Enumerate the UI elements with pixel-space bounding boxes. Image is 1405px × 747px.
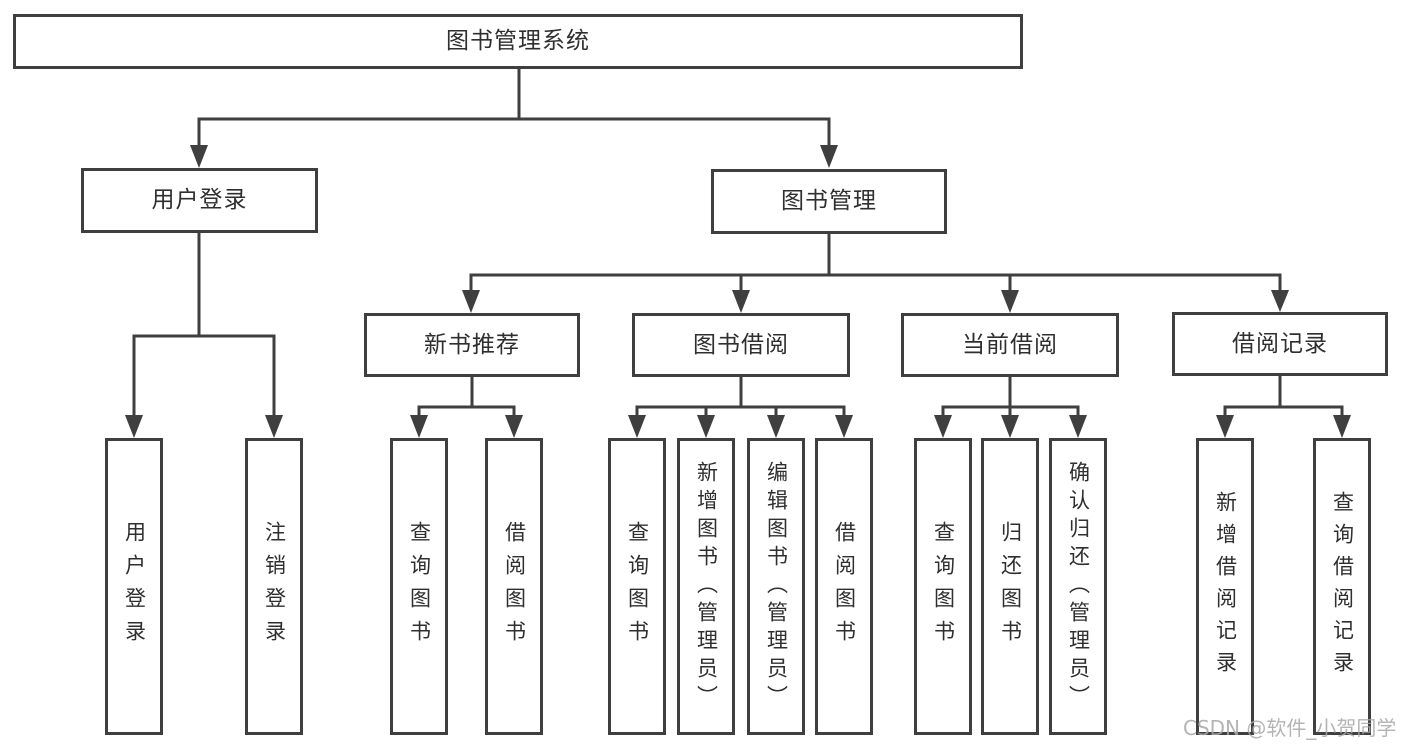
node-user-login: 用户登录	[81, 168, 318, 233]
leaf-add-borrow-record: 新增借阅记录	[1196, 438, 1254, 735]
leaf-confirm-return-admin: 确认归还（管理员）	[1049, 438, 1107, 735]
node-book-management: 图书管理	[711, 169, 947, 234]
leaf-query-borrow-record: 查询借阅记录	[1313, 438, 1371, 735]
leaf-borrow-books: 借阅图书	[815, 438, 873, 735]
connector-paths	[132, 69, 1344, 417]
node-new-book-recommendation: 新书推荐	[364, 313, 580, 377]
leaf-logout: 注销登录	[245, 438, 303, 735]
arrowheads	[125, 145, 1351, 438]
node-borrowing-records: 借阅记录	[1172, 312, 1388, 376]
leaf-edit-books-admin: 编辑图书（管理员）	[747, 438, 805, 735]
leaf-current-query-books: 查询图书	[914, 438, 972, 735]
leaf-user-login: 用户登录	[105, 438, 163, 735]
csdn-watermark: CSDN @软件_小贺同学	[1183, 716, 1397, 740]
node-root: 图书管理系统	[13, 14, 1023, 69]
node-current-borrowing: 当前借阅	[901, 313, 1119, 377]
leaf-recommend-borrow-books: 借阅图书	[485, 438, 543, 735]
leaf-return-books: 归还图书	[981, 438, 1039, 735]
leaf-add-books-admin: 新增图书（管理员）	[677, 438, 735, 735]
leaf-recommend-query-books: 查询图书	[390, 438, 448, 735]
leaf-borrow-query-books: 查询图书	[608, 438, 666, 735]
node-book-borrowing: 图书借阅	[632, 313, 850, 377]
